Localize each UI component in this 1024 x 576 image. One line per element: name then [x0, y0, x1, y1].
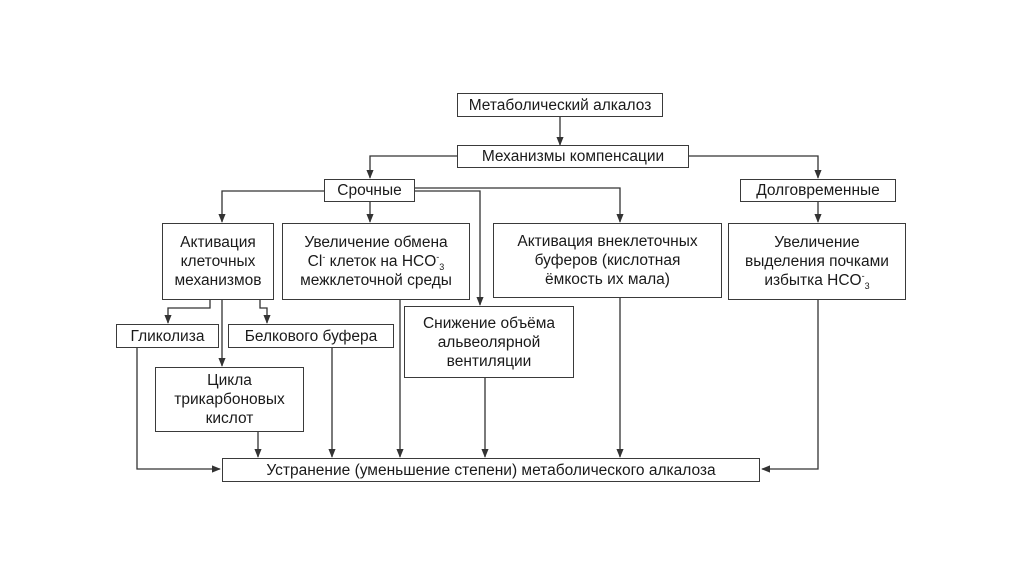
ventilation-line: альвеолярной — [437, 333, 541, 351]
extracellular-buffers-node: Активация внеклеточных буферов (кислотна… — [493, 223, 722, 298]
long-term-node: Долговременные — [740, 179, 896, 202]
tca-line: трикарбоновых — [174, 391, 285, 408]
compensation-mechanisms-node: Механизмы компенсации — [457, 145, 689, 168]
extracellular-line: буферов (кислотная — [534, 252, 681, 269]
protein-buffer-node: Белкового буфера — [228, 324, 394, 348]
renal-excretion-node: Увеличение выделения почками избытка HCO… — [728, 223, 906, 300]
ion-exchange-node: Увеличение обмена Cl- клеток на HCO-3 ме… — [282, 223, 470, 300]
ventilation-line: Снижение объёма — [422, 314, 556, 332]
ventilation-line: вентиляции — [446, 352, 532, 370]
tca-line: кислот — [205, 410, 254, 427]
cellular-line: Активация — [180, 234, 256, 251]
tca-line: Цикла — [207, 372, 252, 389]
cellular-line: клеточных — [180, 253, 256, 270]
outcome-node: Устранение (уменьшение степени) метаболи… — [222, 458, 760, 482]
extracellular-line: ёмкость их мала) — [545, 271, 670, 288]
extracellular-line: Активация внеклеточных — [517, 233, 698, 250]
cellular-mechanisms-node: Активация клеточных механизмов — [162, 223, 274, 300]
alveolar-ventilation-node: Снижение объёма альвеолярной вентиляции — [404, 306, 574, 378]
cellular-line: механизмов — [174, 272, 262, 289]
tca-cycle-node: Цикла трикарбоновых кислот — [155, 367, 304, 432]
root-node: Метаболический алкалоз — [457, 93, 663, 117]
glycolysis-node: Гликолиза — [116, 324, 219, 348]
urgent-node: Срочные — [324, 179, 415, 202]
